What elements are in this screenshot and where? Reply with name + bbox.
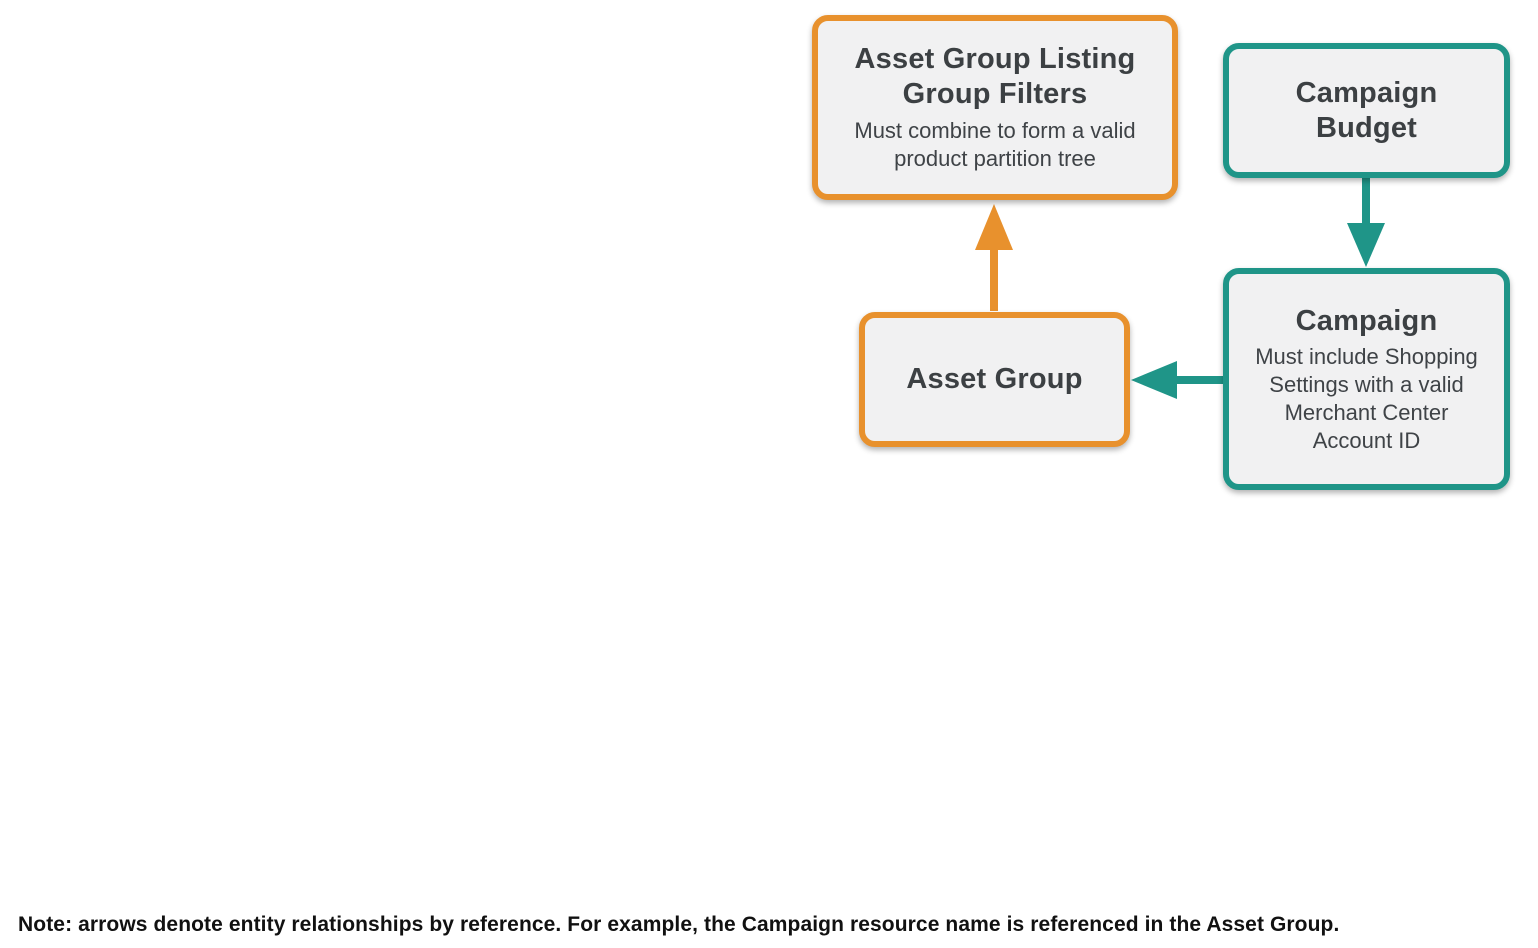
arrow-campaign-budget-to-campaign: [1347, 178, 1385, 267]
arrow-campaign-to-asset-group: [1131, 361, 1224, 399]
node-title: Campaign: [1295, 304, 1438, 337]
node-campaign-budget: Campaign Budget: [1223, 43, 1510, 178]
node-title: Asset Group: [906, 363, 1083, 396]
node-title: Asset Group Listing Group Filters: [854, 43, 1136, 111]
node-asset-group: Asset Group: [859, 312, 1130, 447]
node-title: Campaign Budget: [1295, 76, 1438, 144]
diagram-note: Note: arrows denote entity relationships…: [18, 913, 1340, 936]
node-asset-group-listing-group-filters: Asset Group Listing Group Filters Must c…: [812, 15, 1178, 200]
node-subtitle: Must combine to form a valid product par…: [854, 118, 1136, 171]
node-campaign: Campaign Must include Shopping Settings …: [1223, 268, 1510, 490]
node-subtitle: Must include Shopping Settings with a va…: [1255, 344, 1478, 453]
arrow-asset-group-to-listing-group-filters: [975, 204, 1013, 311]
